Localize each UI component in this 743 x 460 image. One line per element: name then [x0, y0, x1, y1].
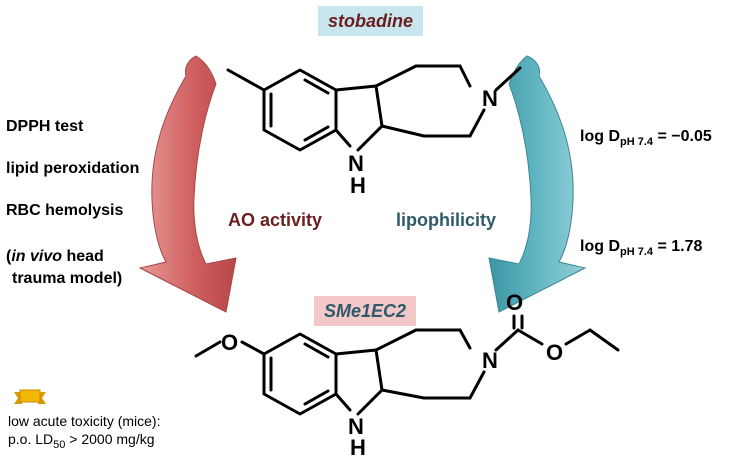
- log-d-top-value: = −0.05: [653, 128, 712, 145]
- left-curved-arrow: [138, 55, 237, 313]
- test-item-lipid-peroxidation: lipid peroxidation: [6, 160, 140, 177]
- test-item-dpph: DPPH test: [6, 118, 84, 135]
- toxicity-note: low acute toxicity (mice): p.o. LD50 > 2…: [8, 412, 160, 454]
- log-d-top-prefix: log D: [580, 128, 620, 145]
- carbonyl-o-atom: O: [506, 290, 523, 315]
- sme1ec2-nh-h-atom: H: [350, 435, 366, 460]
- stobadine-label: stobadine: [318, 6, 424, 36]
- sme1ec2-label: SMe1EC2: [314, 296, 417, 326]
- in-vivo-line2: trauma model): [12, 270, 123, 287]
- methoxy-o-atom: O: [221, 330, 238, 355]
- in-vivo-rest: head: [62, 248, 104, 265]
- right-curved-arrow: [488, 55, 587, 313]
- toxicity-line2-sub: 50: [53, 438, 66, 451]
- test-item-in-vivo: (in vivo head trauma model): [6, 246, 122, 290]
- ao-activity-label: AO activity: [228, 210, 323, 230]
- sme1ec2-structure: [194, 314, 620, 416]
- log-d-bottom-prefix: log D: [580, 238, 620, 255]
- in-vivo-open-paren: (: [6, 248, 12, 265]
- ribbon-award-icon: [14, 389, 46, 404]
- log-d-top-sub: pH 7.4: [620, 136, 654, 149]
- sme1ec2-n-atom: N: [482, 348, 498, 373]
- toxicity-line1: low acute toxicity (mice):: [8, 413, 161, 429]
- log-d-bottom: log DpH 7.4 = 1.78: [580, 238, 702, 258]
- log-d-top: log DpH 7.4 = −0.05: [580, 128, 712, 148]
- toxicity-line2-prefix: p.o. LD: [8, 431, 54, 447]
- stobadine-nh-n-atom: N: [348, 151, 364, 176]
- test-item-rbc-hemolysis: RBC hemolysis: [6, 202, 124, 219]
- in-vivo-italic: in vivo: [11, 248, 63, 265]
- stobadine-n-atom: N: [482, 86, 498, 111]
- sme1ec2-nh-n-atom: N: [348, 414, 364, 439]
- stobadine-structure: [226, 64, 522, 152]
- ester-o-atom: O: [546, 340, 563, 365]
- lipophilicity-label: lipophilicity: [396, 210, 497, 230]
- toxicity-line2-suffix: > 2000 mg/kg: [65, 431, 155, 447]
- stobadine-nh-h-atom: H: [350, 173, 366, 198]
- log-d-bottom-value: = 1.78: [653, 238, 703, 255]
- log-d-bottom-sub: pH 7.4: [620, 246, 654, 259]
